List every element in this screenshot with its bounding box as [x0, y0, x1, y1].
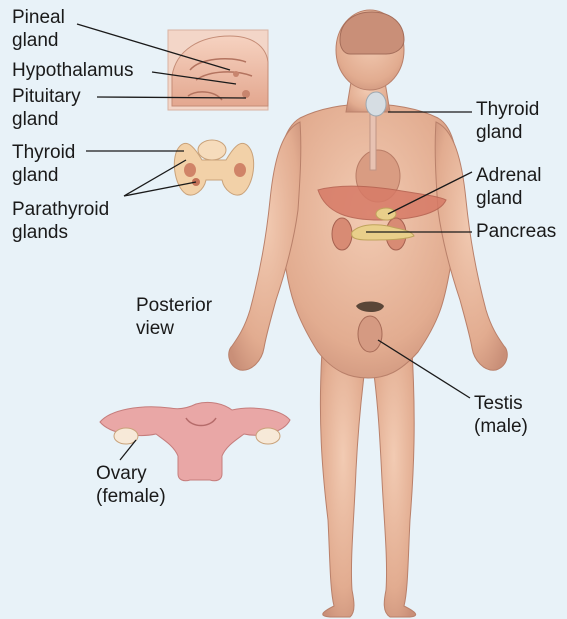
label-pineal-gland: Pineal gland	[12, 6, 65, 52]
label-ovary-text: Ovary (female)	[96, 463, 166, 507]
label-pituitary-gland-text: Pituitary gland	[12, 86, 81, 130]
label-adrenal-gland-text: Adrenal gland	[476, 165, 542, 209]
trachea	[370, 110, 376, 170]
label-posterior-view: Posterior view	[136, 294, 212, 340]
brain	[340, 12, 404, 54]
thyroid-inset	[174, 140, 253, 195]
label-testis-text: Testis (male)	[474, 393, 528, 437]
label-posterior-view-text: Posterior view	[136, 295, 212, 339]
label-thyroid-gland-inset-text: Thyroid gland	[12, 142, 75, 186]
label-pituitary-gland: Pituitary gland	[12, 85, 81, 131]
label-hypothalamus-text: Hypothalamus	[12, 60, 133, 81]
label-parathyroid-glands-text: Parathyroid glands	[12, 199, 109, 243]
adrenal-gland-shape	[376, 208, 396, 220]
label-testis: Testis (male)	[474, 392, 528, 438]
testis-shape	[358, 316, 382, 352]
label-ovary: Ovary (female)	[96, 462, 166, 508]
label-pineal-gland-text: Pineal gland	[12, 7, 65, 51]
label-adrenal-gland: Adrenal gland	[476, 164, 542, 210]
label-hypothalamus: Hypothalamus	[12, 59, 133, 82]
right-kidney	[332, 218, 352, 250]
left-leg	[372, 350, 416, 617]
label-thyroid-gland-body-text: Thyroid gland	[476, 99, 539, 143]
thyroid-body	[366, 92, 386, 116]
label-pancreas: Pancreas	[476, 220, 556, 243]
left-arm	[435, 122, 507, 370]
right-leg	[320, 350, 366, 617]
label-pancreas-text: Pancreas	[476, 221, 556, 242]
label-thyroid-gland-body: Thyroid gland	[476, 98, 539, 144]
label-parathyroid-glands: Parathyroid glands	[12, 198, 109, 244]
label-thyroid-gland-inset: Thyroid gland	[12, 141, 75, 187]
